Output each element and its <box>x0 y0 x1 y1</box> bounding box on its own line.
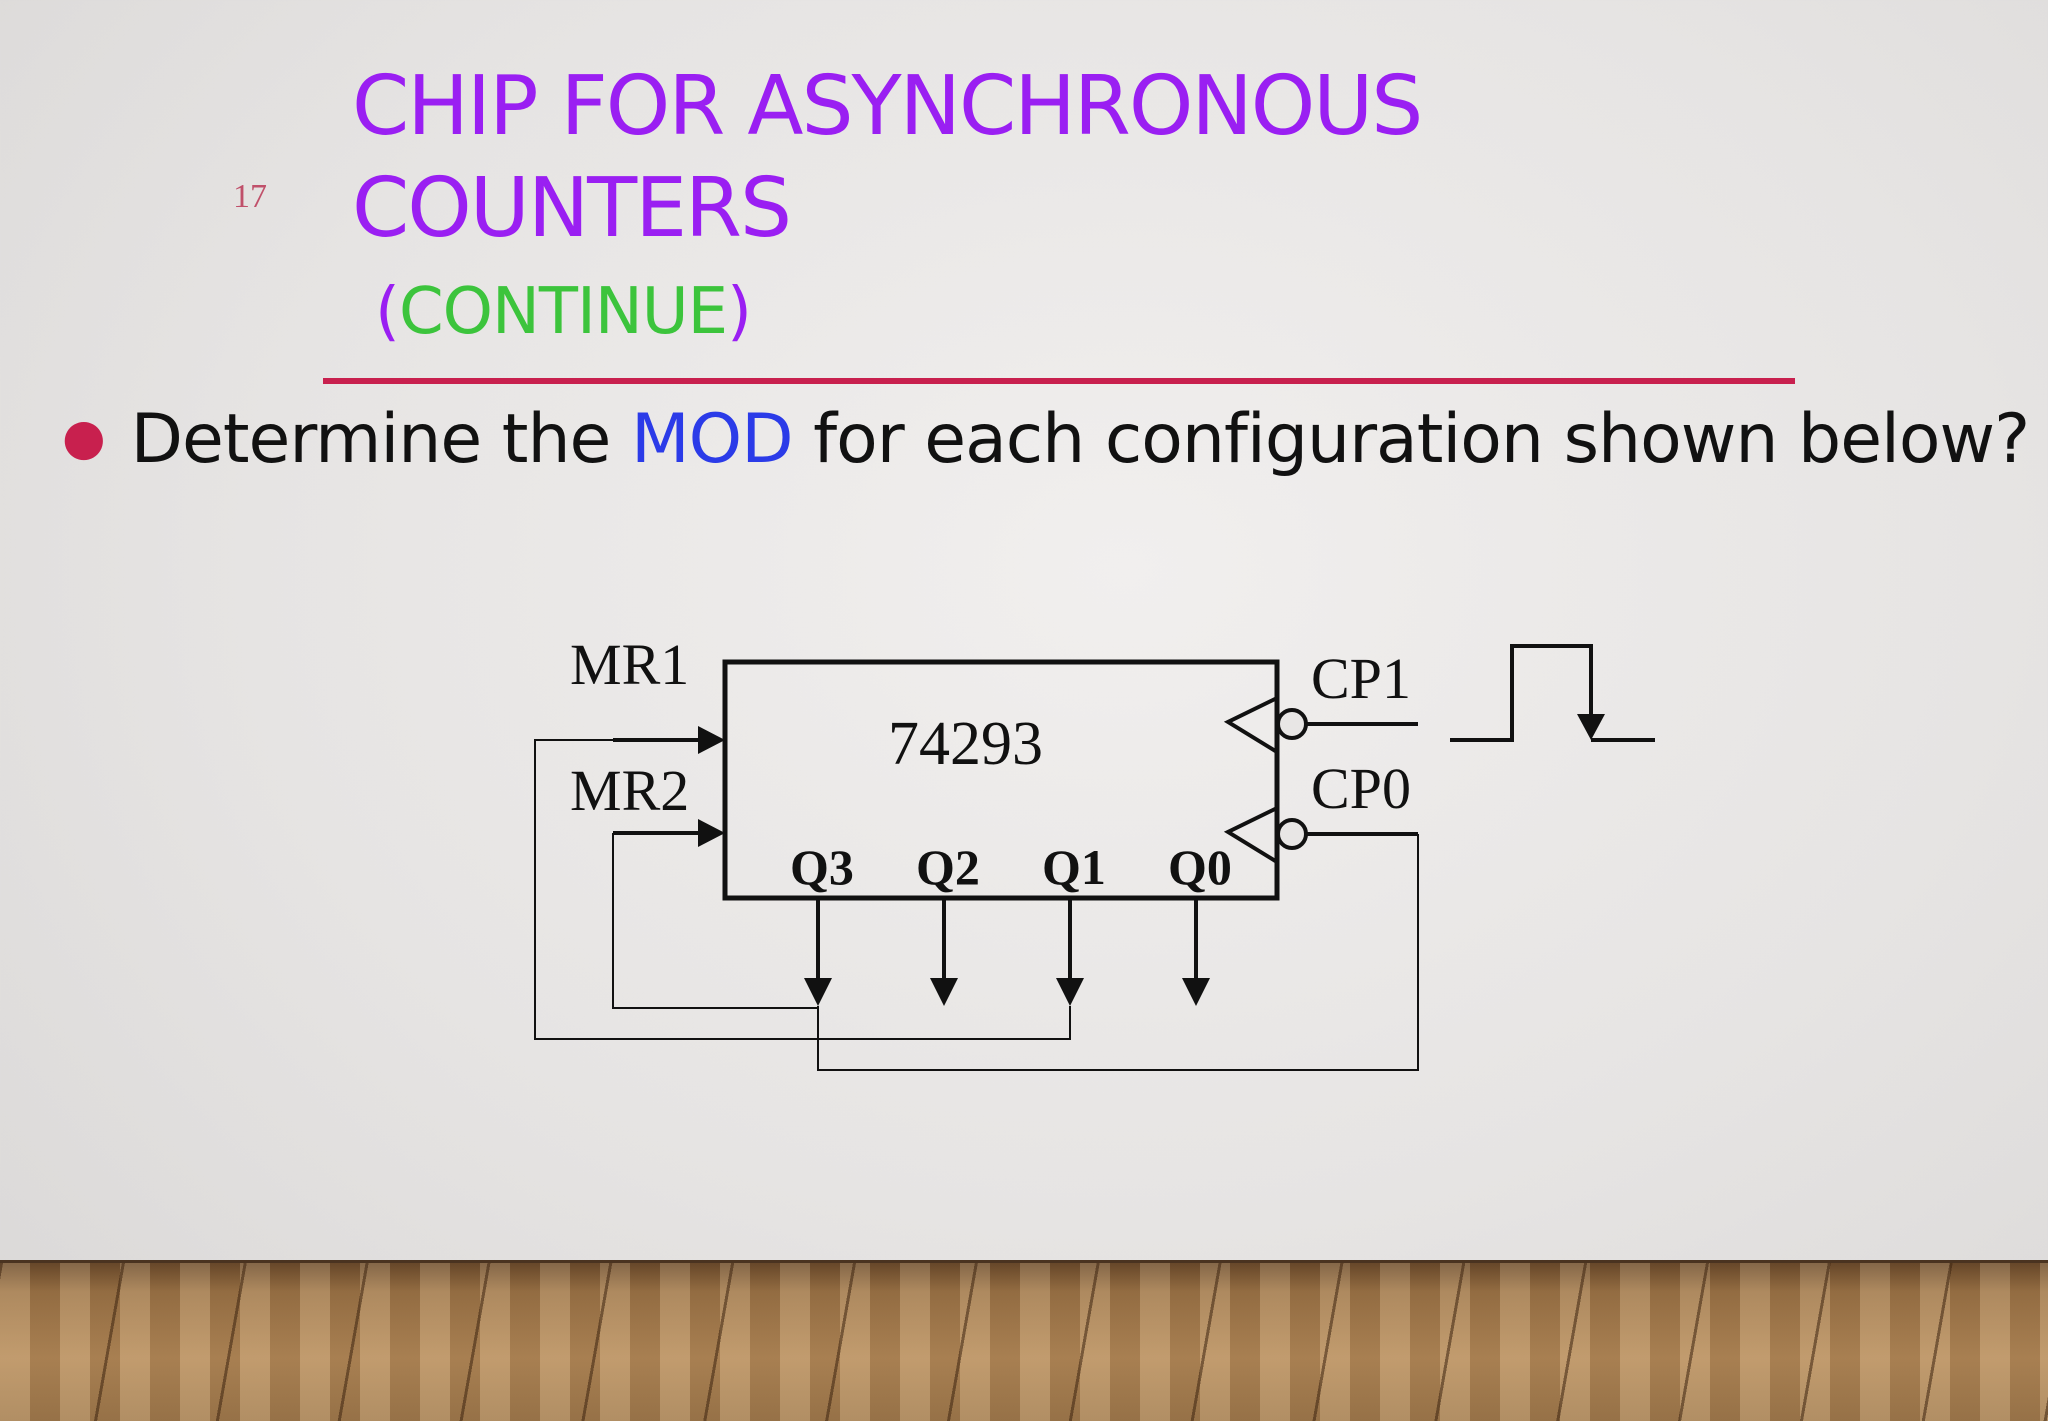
mr1-arrow-icon <box>698 726 725 754</box>
output-label-q1: Q1 <box>1042 839 1106 895</box>
title-divider <box>323 378 1795 384</box>
clock-pulse-waveform <box>1450 644 1593 742</box>
chip-body <box>722 659 1280 901</box>
q0-arrow-icon <box>1182 978 1210 1006</box>
bullet-item: ● Determine the MOD for each configuratio… <box>62 392 2030 485</box>
wood-floor-background <box>0 1260 2048 1421</box>
clock-label-cp1: CP1 <box>1311 646 1411 711</box>
subtitle-continue: CONTINUE <box>398 275 728 349</box>
subtitle-close-paren: ) <box>727 275 752 349</box>
feedback-q3-to-cp0 <box>817 834 1419 1071</box>
bullet-text-highlight: MOD <box>631 400 794 479</box>
slide-number: 17 <box>233 178 267 215</box>
cp0-inversion-bubble <box>1276 818 1308 850</box>
subtitle-open-paren: ( <box>375 275 400 349</box>
input-label-mr1: MR1 <box>570 632 689 697</box>
clock-label-cp0: CP0 <box>1311 756 1411 821</box>
bullet-dot-icon: ● <box>62 408 106 466</box>
slide-subtitle: (CONTINUE) <box>375 272 752 352</box>
feedback-q3-to-mr2 <box>612 833 819 1009</box>
cp1-inversion-bubble <box>1276 708 1308 740</box>
title-line-1: CHIP FOR ASYNCHRONOUS <box>352 59 1423 154</box>
bullet-text-before: Determine the <box>130 400 631 479</box>
cp0-clock-triangle <box>1223 806 1279 864</box>
pulse-falling-arrow-icon <box>1577 714 1605 740</box>
output-label-q3: Q3 <box>790 839 854 895</box>
output-label-q0: Q0 <box>1168 839 1232 895</box>
output-label-q2: Q2 <box>916 839 980 895</box>
q1-arrow-icon <box>1056 978 1084 1006</box>
title-line-2: COUNTERS <box>352 161 792 256</box>
cp1-clock-triangle <box>1223 696 1279 754</box>
q2-arrow-icon <box>930 978 958 1006</box>
mr2-arrow-icon <box>698 819 725 847</box>
q3-arrow-icon <box>804 978 832 1006</box>
slide-title: CHIP FOR ASYNCHRONOUS COUNTERS <box>352 56 1423 260</box>
bullet-text-after: for each configuration shown below? <box>792 400 2030 479</box>
chip-label: 74293 <box>888 710 1043 778</box>
input-label-mr2: MR2 <box>570 758 689 823</box>
feedback-q1-to-mr1 <box>534 739 1071 1040</box>
